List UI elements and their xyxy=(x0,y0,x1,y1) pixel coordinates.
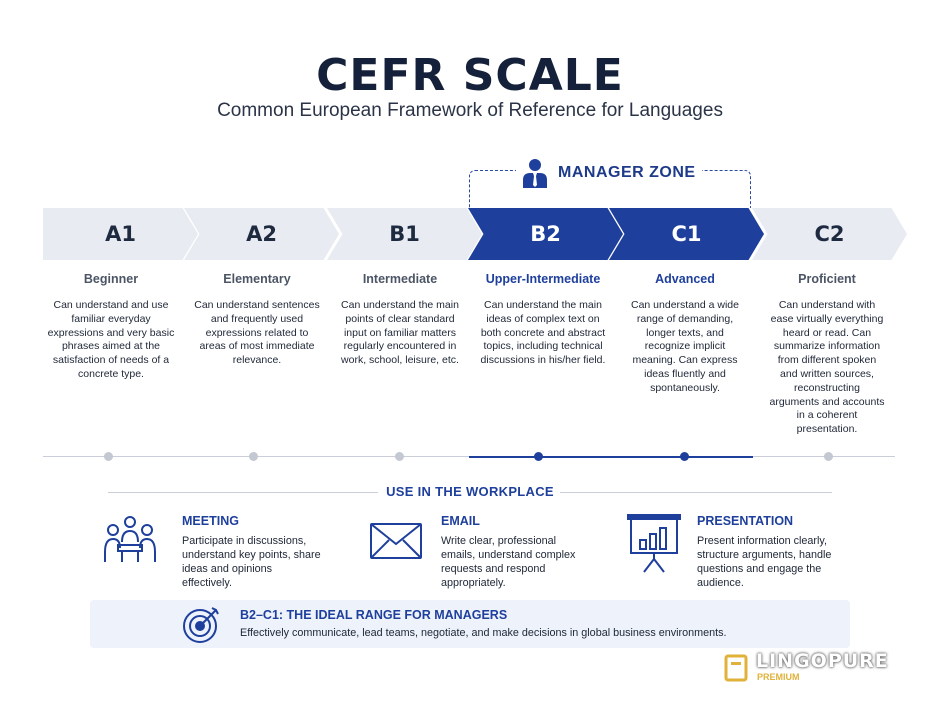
level-column-c2: Proficient Can understand with ease virt… xyxy=(756,272,898,437)
workplace-item-title: MEETING xyxy=(182,514,239,528)
level-column-b2: Upper-Intermediate Can understand the ma… xyxy=(468,272,618,368)
level-name: Proficient xyxy=(798,272,856,286)
chevron-b2: B2 xyxy=(468,208,623,260)
level-description: Can understand sentences and frequently … xyxy=(194,299,320,367)
ideal-range-text: Effectively communicate, lead teams, neg… xyxy=(240,627,727,639)
manager-person-icon xyxy=(523,159,547,188)
level-column-c1: Advanced Can understand a wide range of … xyxy=(614,272,756,396)
chevron-c2: C2 xyxy=(752,208,907,260)
level-name: Intermediate xyxy=(362,272,438,286)
workplace-item-title: PRESENTATION xyxy=(697,514,794,528)
presentation-board-icon xyxy=(627,514,681,573)
level-column-a2: Elementary Can understand sentences and … xyxy=(186,272,328,368)
brand-name: LINGOPURE xyxy=(756,650,889,672)
divider-left xyxy=(108,492,378,493)
workplace-item-title: EMAIL xyxy=(441,514,480,528)
timeline-dot-c1 xyxy=(680,452,689,461)
page-subtitle: Common European Framework of Reference f… xyxy=(217,100,723,121)
level-description: Can understand a wide range of demanding… xyxy=(631,299,739,394)
workplace-item-text: Present information clearly, structure a… xyxy=(697,535,832,589)
chevron-b1: B1 xyxy=(327,208,482,260)
chevron-c1: C1 xyxy=(609,208,764,260)
level-column-a1: Beginner Can understand and use familiar… xyxy=(40,272,182,382)
meeting-icon xyxy=(104,516,156,562)
level-name: Elementary xyxy=(223,272,291,286)
timeline-dot-a2 xyxy=(249,452,258,461)
level-name: Advanced xyxy=(655,272,715,286)
book-logo-icon xyxy=(724,654,748,682)
timeline-dot-c2 xyxy=(824,452,833,461)
timeline-manager-segment xyxy=(469,456,753,458)
workplace-title: USE IN THE WORKPLACE xyxy=(386,484,554,499)
brand-logo: LINGOPURE PREMIUM xyxy=(722,650,897,690)
target-icon xyxy=(183,607,219,643)
timeline-dot-b2 xyxy=(534,452,543,461)
chevron-a2: A2 xyxy=(184,208,339,260)
timeline-dot-a1 xyxy=(104,452,113,461)
level-description: Can understand and use familiar everyday… xyxy=(47,299,175,380)
level-description: Can understand with ease virtually every… xyxy=(769,299,885,436)
timeline-dot-b1 xyxy=(395,452,404,461)
level-name: Upper-Intermediate xyxy=(485,272,601,286)
workplace-item-text: Write clear, professional emails, unders… xyxy=(441,535,576,589)
divider-right xyxy=(560,492,832,493)
level-description: Can understand the main points of clear … xyxy=(341,299,459,367)
ideal-range-title: B2–C1: THE IDEAL RANGE FOR MANAGERS xyxy=(240,608,508,622)
brand-tagline: PREMIUM xyxy=(757,672,800,682)
ideal-range-banner: B2–C1: THE IDEAL RANGE FOR MANAGERS Effe… xyxy=(90,600,850,648)
level-name: Beginner xyxy=(83,272,139,286)
level-description: Can understand the main ideas of complex… xyxy=(480,299,606,367)
workplace-item-text: Participate in discussions, understand k… xyxy=(182,535,321,589)
manager-zone-label: MANAGER ZONE xyxy=(558,164,696,181)
level-chevrons: A1 A2 B1 B2 C1 C2 xyxy=(0,208,940,260)
chevron-a1: A1 xyxy=(43,208,198,260)
page-title: CEFR SCALE xyxy=(316,50,624,101)
level-column-b1: Intermediate Can understand the main poi… xyxy=(329,272,471,368)
envelope-icon xyxy=(370,523,422,559)
manager-zone: MANAGER ZONE xyxy=(516,158,702,188)
